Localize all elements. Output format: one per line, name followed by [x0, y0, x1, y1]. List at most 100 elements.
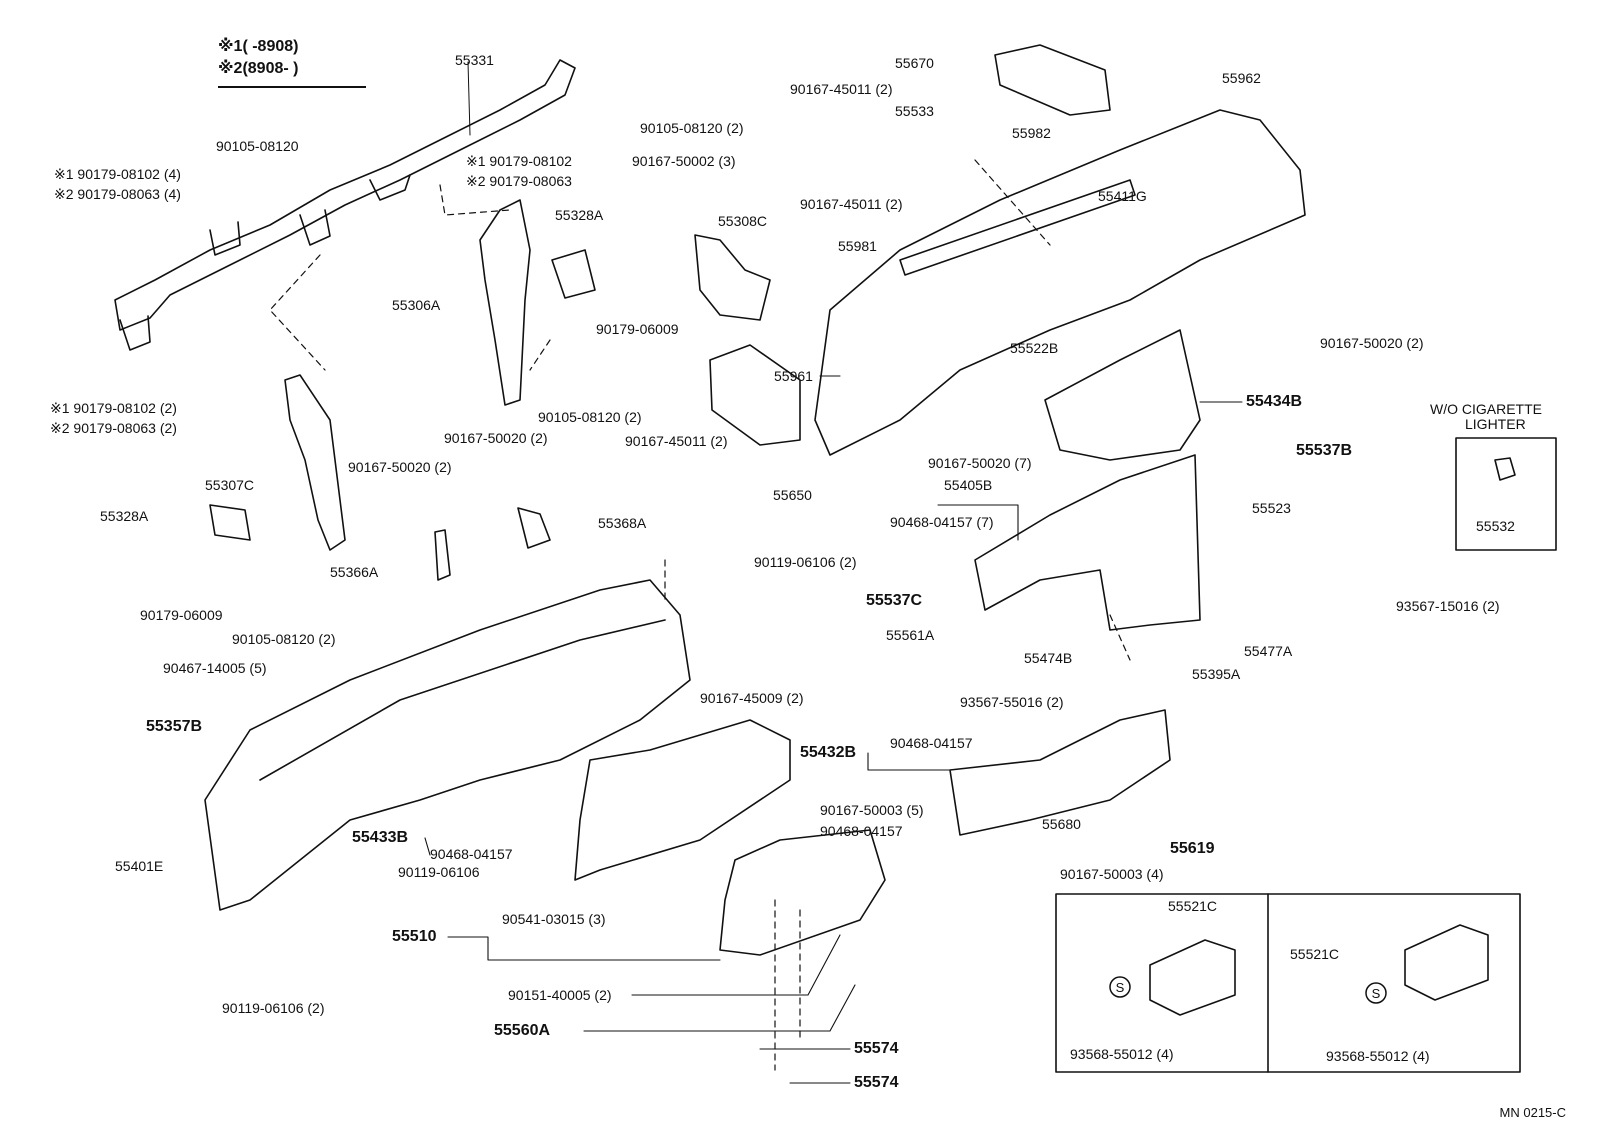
part-label: 55474B [1024, 650, 1073, 666]
part-label: 90119-06106 [398, 864, 480, 880]
part-label: ※1 90179-08102 [466, 153, 572, 169]
s-mark-circle-left [1109, 976, 1131, 998]
part-label: 90119-06106 (2) [754, 554, 857, 570]
part-label: 55522B [1010, 340, 1059, 356]
leader-55432b [867, 752, 951, 771]
reinforcement-beam-part [114, 59, 576, 351]
legend-range-2: (8908- ) [242, 60, 299, 77]
part-label: 90468-04157 [890, 735, 973, 751]
part-label: 90179-06009 [140, 607, 223, 623]
part-label: 90467-14005 (5) [163, 660, 267, 676]
legend-mark-1: ※1 [218, 38, 243, 55]
bracket-55368a [517, 507, 551, 549]
bracket-55306a [479, 199, 531, 406]
part-label: 90167-45011 (2) [790, 81, 893, 97]
leader-90151 [631, 934, 841, 996]
part-label: 55366A [330, 564, 379, 580]
lower-bin-55434b [1044, 329, 1201, 461]
part-label: 55477A [1244, 643, 1293, 659]
diagram-code: MN 0215-C [1499, 1105, 1566, 1120]
part-label: 55411G [1098, 188, 1147, 204]
part-label: 55357B [146, 718, 203, 735]
part-label: 55368A [598, 515, 647, 531]
part-label: 55432B [800, 744, 857, 761]
part-label: 93568-55012 (4) [1070, 1046, 1174, 1062]
part-label: 55521C [1290, 946, 1340, 962]
center-cluster-panel [974, 454, 1201, 631]
legend-row-2: ※2(8908- ) [218, 58, 298, 80]
side-vent-55670 [994, 44, 1111, 116]
part-label: 55619 [1170, 840, 1215, 857]
bracket-55328a-upper [551, 249, 596, 299]
glove-box-door [574, 719, 791, 881]
part-label: 55307C [205, 477, 255, 493]
glove-box-tub [719, 829, 886, 956]
part-label: 90167-50003 (5) [820, 802, 924, 818]
part-label: 55962 [1222, 70, 1261, 86]
part-label: 90468-04157 [430, 846, 513, 862]
part-label: 55308C [718, 213, 768, 229]
s-mark-circle-right [1365, 982, 1387, 1004]
part-label: 93567-15016 (2) [1396, 598, 1500, 614]
lower-right-cover [949, 709, 1171, 836]
part-label: 55306A [392, 297, 441, 313]
part-label: 55982 [1012, 125, 1051, 141]
bracket-55307c [284, 374, 346, 551]
part-label: ※2 90179-08063 [466, 173, 572, 189]
part-label: 55537B [1296, 442, 1353, 459]
part-label: 90167-50003 (4) [1060, 866, 1164, 882]
bracket-55328a-lower [209, 504, 251, 541]
lighter-unit-left [1149, 939, 1236, 1016]
part-label: 55981 [838, 238, 877, 254]
part-label: 90167-45011 (2) [800, 196, 903, 212]
part-label: 90167-45009 (2) [700, 690, 804, 706]
part-label: LIGHTER [1465, 416, 1526, 432]
part-label: 55434B [1246, 393, 1303, 410]
upper-dash-pad [814, 109, 1306, 456]
part-label: 90151-40005 (2) [508, 987, 612, 1003]
side-vent-55650 [709, 344, 801, 446]
leader-55510 [447, 936, 721, 961]
part-label: 55961 [774, 368, 813, 384]
part-label: 90105-08120 (2) [538, 409, 642, 425]
part-label: 55328A [100, 508, 149, 524]
part-label: 55395A [1192, 666, 1241, 682]
part-label: 55433B [352, 829, 409, 846]
panel-face-curve [259, 619, 666, 781]
part-label: 55561A [886, 627, 935, 643]
defroster-grille [899, 179, 1136, 276]
dash-link-5 [1109, 614, 1131, 661]
part-label: ※1 90179-08102 (2) [50, 400, 177, 416]
part-label: 55401E [115, 858, 164, 874]
part-label: 90119-06106 (2) [222, 1000, 325, 1016]
part-label: 90468-04157 (7) [890, 514, 994, 530]
bracket-55308c [694, 234, 771, 321]
part-label: 90105-08120 (2) [232, 631, 336, 647]
bracket-55366a [434, 529, 451, 581]
part-label: 55574 [854, 1074, 899, 1091]
part-label: 55560A [494, 1022, 551, 1039]
part-label: 55523 [1252, 500, 1291, 516]
part-label: 55650 [773, 487, 812, 503]
s-mark-left: S [1116, 980, 1125, 995]
part-label: 55670 [895, 55, 934, 71]
part-label: 90167-50020 (2) [444, 430, 548, 446]
part-label: 90468-04157 [820, 823, 903, 839]
part-label: 90105-08120 [216, 138, 299, 154]
leader-55433b [424, 837, 431, 856]
part-label: ※2 90179-08063 (4) [54, 186, 181, 202]
part-label: 90167-50020 (2) [1320, 335, 1424, 351]
part-label: ※1 90179-08102 (4) [54, 166, 181, 182]
part-label: 55405B [944, 477, 993, 493]
part-label: 93567-55016 (2) [960, 694, 1064, 710]
part-label: 55574 [854, 1040, 899, 1057]
part-label: 93568-55012 (4) [1326, 1048, 1430, 1064]
wo-lighter-box [1455, 437, 1557, 551]
part-label: 90167-50002 (3) [632, 153, 736, 169]
dash-link-3 [529, 339, 551, 371]
part-label: ※2 90179-08063 (2) [50, 420, 177, 436]
s-mark-right: S [1372, 986, 1381, 1001]
lighter-unit-right [1404, 924, 1489, 1001]
